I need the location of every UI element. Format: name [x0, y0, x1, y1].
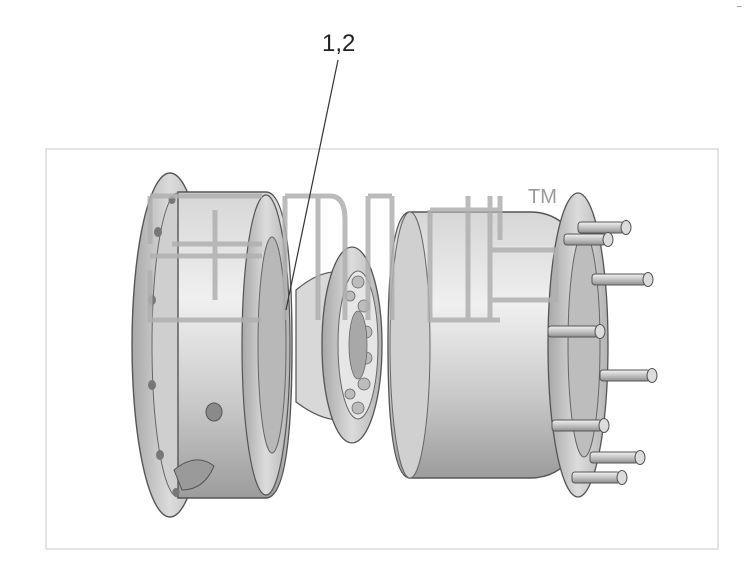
- bolt: [599, 368, 658, 383]
- right-housing-front-edge: [389, 211, 431, 479]
- left-housing-bore: [257, 236, 287, 454]
- callout-label: 1,2: [322, 30, 356, 57]
- picture-frame: [45, 148, 719, 550]
- bolt: [551, 418, 610, 433]
- left-port-hole: [205, 402, 223, 422]
- trademark-label: TM: [528, 186, 557, 208]
- center-bore: [348, 310, 368, 380]
- bolt: [591, 272, 654, 287]
- watermark-logo: [147, 193, 559, 323]
- bolt: [547, 324, 606, 339]
- bolt: [589, 450, 646, 465]
- cap-screws: [547, 220, 658, 485]
- corner-mark: ~: [736, 2, 743, 11]
- left-housing: [131, 172, 293, 518]
- callout-leader-line: [285, 59, 339, 311]
- bolt: [571, 470, 628, 485]
- bolt: [563, 232, 614, 247]
- left-drain-port: [173, 459, 215, 491]
- bolt: [577, 220, 632, 235]
